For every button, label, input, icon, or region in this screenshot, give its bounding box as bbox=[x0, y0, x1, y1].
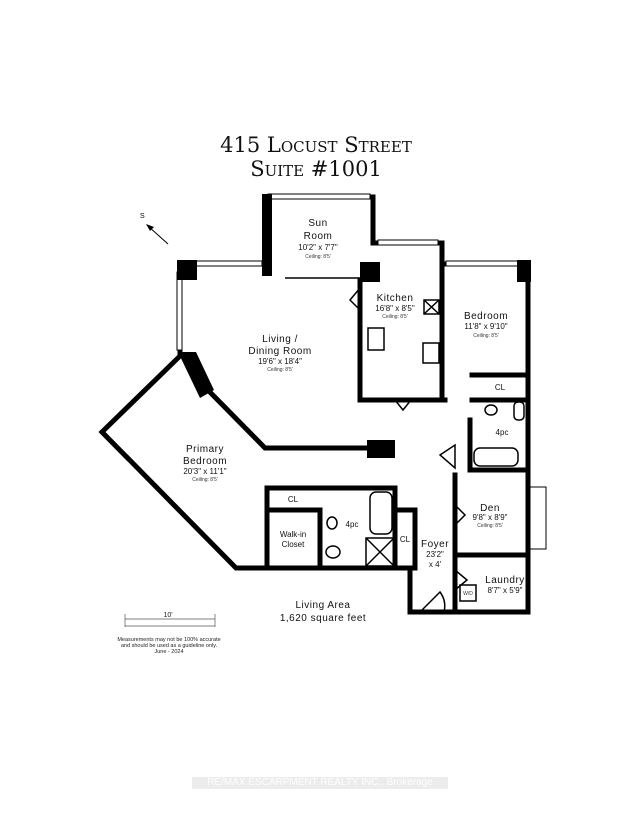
walls bbox=[98, 193, 547, 615]
room-name: Dining Room bbox=[248, 346, 311, 357]
room-name: Bedroom bbox=[464, 311, 508, 322]
room-size: 9'8" x 8'9" bbox=[473, 513, 508, 522]
room-size: 16'8" x 8'5" bbox=[375, 304, 415, 313]
room-ceiling: Ceiling: 8'5' bbox=[305, 254, 331, 260]
room-size: x 4' bbox=[429, 560, 442, 569]
room-name: Primary bbox=[186, 444, 224, 455]
scale-label: 10' bbox=[163, 612, 172, 619]
disclaimer-line: Measurements may not be 100% accurate bbox=[117, 637, 220, 643]
room-living-dining: Living / Dining Room 19'6" x 18'4" Ceili… bbox=[248, 334, 311, 373]
room-size: 8'7" x 5'9" bbox=[488, 586, 523, 595]
walkin-label: Walk-in bbox=[280, 530, 306, 539]
room-name: Foyer bbox=[421, 539, 449, 550]
scale-bar: 10' bbox=[124, 612, 216, 627]
washer-dryer-label: W/D bbox=[463, 591, 473, 597]
room-size: 23'2" bbox=[426, 550, 444, 559]
room-foyer: Foyer 23'2" x 4' bbox=[421, 539, 449, 569]
living-area-label: Living Area bbox=[296, 600, 351, 611]
closet-label: CL bbox=[288, 495, 299, 504]
disclaimer-line: and should be used as a guideline only. bbox=[121, 643, 218, 649]
closet-label: CL bbox=[495, 383, 506, 392]
room-ceiling: Ceiling: 8'5' bbox=[473, 333, 499, 339]
room-den: Den 9'8" x 8'9" Ceiling: 8'5' bbox=[473, 503, 508, 529]
title-line-1: 415 Locust Street bbox=[220, 133, 412, 157]
bath-label: 4pc bbox=[346, 520, 359, 529]
room-size: 11'8" x 9'10" bbox=[464, 322, 507, 331]
compass-label: S bbox=[140, 213, 145, 220]
room-sun-room: Sun Room 10'2" x 7'7" Ceiling: 8'5' bbox=[298, 218, 338, 260]
compass-icon: S bbox=[140, 213, 169, 245]
room-primary-bedroom: Primary Bedroom 20'3" x 11'1" Ceiling: 8… bbox=[183, 444, 227, 483]
disclaimer-date: June - 2024 bbox=[154, 649, 183, 655]
room-ceiling: Ceiling: 8'5' bbox=[192, 477, 218, 483]
room-size: 20'3" x 11'1" bbox=[183, 467, 226, 476]
room-name: Laundry bbox=[485, 575, 525, 586]
living-area-value: 1,620 square feet bbox=[280, 613, 366, 624]
walkin-label: Closet bbox=[282, 540, 305, 549]
room-size: 19'6" x 18'4" bbox=[258, 357, 302, 366]
room-size: 10'2" x 7'7" bbox=[298, 243, 338, 252]
closet-label: CL bbox=[400, 535, 411, 544]
room-name: Den bbox=[480, 503, 500, 514]
room-ceiling: Ceiling: 8'5' bbox=[477, 523, 503, 529]
room-name: Room bbox=[304, 231, 333, 242]
room-ceiling: Ceiling: 8'5' bbox=[382, 314, 408, 320]
room-kitchen: Kitchen 16'8" x 8'5" Ceiling: 8'5' bbox=[375, 293, 415, 320]
room-name: Living / bbox=[262, 334, 298, 345]
room-ceiling: Ceiling: 8'5' bbox=[267, 367, 293, 373]
room-name: Bedroom bbox=[183, 456, 227, 467]
watermark: RE/MAX ESCARPMENT REALTY INC., Brokerage bbox=[192, 777, 448, 789]
room-name: Sun bbox=[308, 218, 327, 229]
room-laundry: Laundry 8'7" x 5'9" W/D bbox=[463, 575, 525, 597]
room-name: Kitchen bbox=[377, 293, 414, 304]
room-bedroom: Bedroom 11'8" x 9'10" Ceiling: 8'5' bbox=[464, 311, 508, 339]
bath-label: 4pc bbox=[496, 428, 509, 437]
title-line-2: Suite #1001 bbox=[250, 157, 382, 181]
